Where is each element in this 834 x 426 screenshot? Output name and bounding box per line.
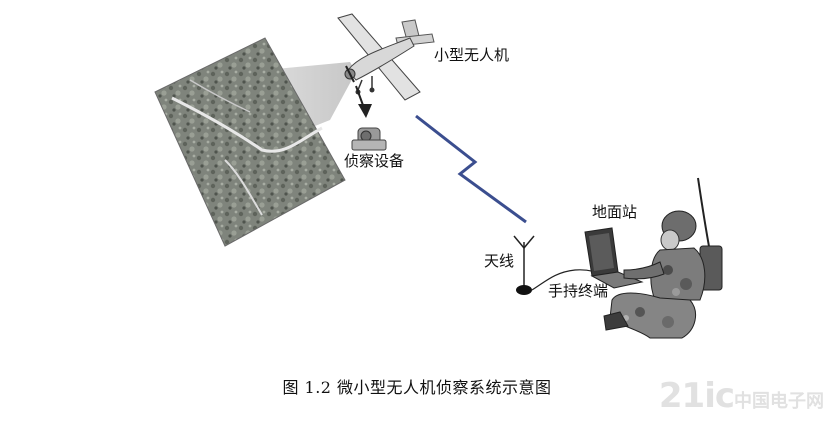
watermark-sub: 中国电子网 bbox=[734, 391, 824, 412]
antenna-icon bbox=[513, 235, 535, 295]
soldier-operator bbox=[603, 177, 723, 339]
label-recon-equipment: 侦察设备 bbox=[344, 152, 405, 170]
watermark-main: 21ic bbox=[658, 376, 735, 416]
wireless-link bbox=[415, 114, 527, 224]
aerial-photo bbox=[154, 37, 346, 247]
arrow-to-recon bbox=[355, 85, 372, 118]
watermark-logo: 21ic中国电子网 bbox=[659, 376, 824, 416]
laptop-terminal bbox=[584, 227, 644, 289]
label-uav: 小型无人机 bbox=[434, 46, 510, 64]
label-handheld-terminal: 手持终端 bbox=[548, 282, 609, 300]
recon-camera-icon bbox=[351, 127, 387, 151]
uav-airplane bbox=[337, 13, 435, 101]
figure-caption: 图 1.2 微小型无人机侦察系统示意图 bbox=[282, 378, 552, 397]
label-antenna: 天线 bbox=[484, 252, 515, 270]
label-ground-station: 地面站 bbox=[592, 203, 638, 221]
